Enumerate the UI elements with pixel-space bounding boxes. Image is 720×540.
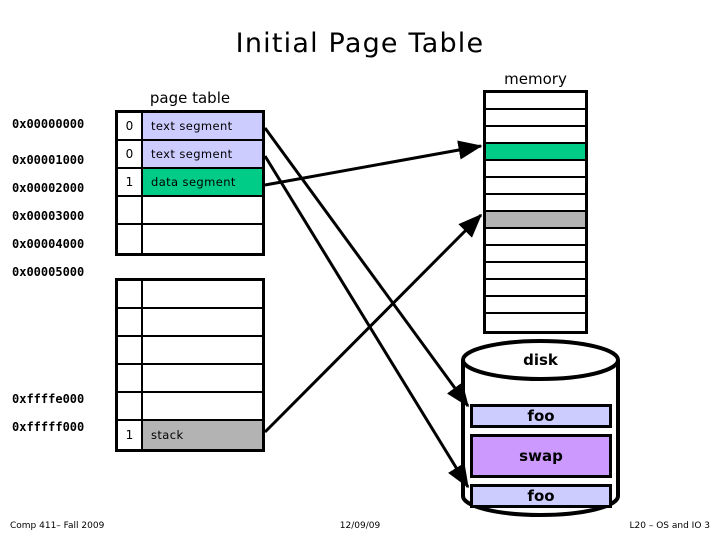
memory-row-green[interactable] <box>486 144 585 161</box>
page-table-row-text-segment-1[interactable]: 0 text segment <box>118 141 262 169</box>
arrow-text-segment-1-to-disk-foo-bottom <box>263 155 470 489</box>
page-table-row-stack[interactable]: 1 stack <box>118 421 262 449</box>
disk-slot-foo-top[interactable]: foo <box>470 404 612 428</box>
page-table-row-empty-8[interactable] <box>118 365 262 393</box>
footer-course: Comp 411– Fall 2009 <box>10 521 105 531</box>
memory-row-10[interactable] <box>486 263 585 280</box>
page-table-flag <box>118 197 143 223</box>
address-label-0x00003000: 0x00003000 <box>12 209 85 223</box>
arrow-stack-to-memory <box>263 213 483 434</box>
footer-lecture: L20 – OS and IO 3 <box>629 521 710 531</box>
page-table-flag: 0 <box>118 141 143 167</box>
page-table-upper: 0 text segment 0 text segment 1 data seg… <box>115 110 265 256</box>
page-table-row-empty-7[interactable] <box>118 337 262 365</box>
page-title: Initial Page Table <box>235 28 485 59</box>
page-table-entry-name <box>143 393 262 419</box>
memory-row-0[interactable] <box>486 93 585 110</box>
memory-label: memory <box>504 70 567 88</box>
footer-date: 12/09/09 <box>339 521 381 531</box>
memory-row-4[interactable] <box>486 161 585 178</box>
memory-row-1[interactable] <box>486 110 585 127</box>
disk-label: disk <box>523 351 558 369</box>
page-table-flag: 1 <box>118 421 143 449</box>
page-table-row-empty-3[interactable] <box>118 197 262 225</box>
page-table-entry-name: text segment <box>143 141 262 167</box>
address-label-0x00004000: 0x00004000 <box>12 237 85 251</box>
page-table-row-empty-9[interactable] <box>118 393 262 421</box>
arrow-data-segment-to-memory <box>264 140 483 187</box>
page-table-flag <box>118 225 143 253</box>
page-table-flag: 1 <box>118 169 143 195</box>
page-table-row-empty-6[interactable] <box>118 309 262 337</box>
page-table-row-text-segment-0[interactable]: 0 text segment <box>118 113 262 141</box>
arrow-text-segment-0-to-disk-foo-top <box>263 127 470 408</box>
page-table-entry-name <box>143 365 262 391</box>
address-label-0x00000000: 0x00000000 <box>12 117 85 131</box>
page-table-entry-name <box>143 309 262 335</box>
page-table-entry-name <box>143 225 262 253</box>
page-table-row-empty-4[interactable] <box>118 225 262 253</box>
page-table-entry-name: data segment <box>143 169 262 195</box>
disk-cylinder: disk foo swap foo <box>458 338 623 518</box>
memory-row-5[interactable] <box>486 178 585 195</box>
memory-row-2[interactable] <box>486 127 585 144</box>
page-table-row-data-segment[interactable]: 1 data segment <box>118 169 262 197</box>
page-table-entry-name <box>143 281 262 307</box>
page-table-entry-name <box>143 197 262 223</box>
disk-slot-swap[interactable]: swap <box>470 434 612 478</box>
memory-column <box>483 90 588 334</box>
memory-row-6[interactable] <box>486 195 585 212</box>
page-table-flag <box>118 337 143 363</box>
address-label-0xfffff000: 0xfffff000 <box>12 420 85 434</box>
memory-row-11[interactable] <box>486 280 585 297</box>
disk-slot-foo-bottom[interactable]: foo <box>470 484 612 508</box>
page-table-row-empty-5[interactable] <box>118 281 262 309</box>
page-table-entry-name <box>143 337 262 363</box>
memory-row-gray[interactable] <box>486 212 585 229</box>
page-table-flag <box>118 281 143 307</box>
page-table-flag <box>118 309 143 335</box>
address-label-0x00005000: 0x00005000 <box>12 265 85 279</box>
address-label-0xffffe000: 0xffffe000 <box>12 392 85 406</box>
page-table-flag <box>118 365 143 391</box>
page-table-flag <box>118 393 143 419</box>
memory-row-12[interactable] <box>486 297 585 314</box>
page-table-entry-name: stack <box>143 421 262 449</box>
memory-row-13[interactable] <box>486 314 585 331</box>
address-label-0x00001000: 0x00001000 <box>12 153 85 167</box>
page-table-flag: 0 <box>118 113 143 139</box>
page-table-label: page table <box>149 89 231 107</box>
memory-row-9[interactable] <box>486 246 585 263</box>
address-label-0x00002000: 0x00002000 <box>12 181 85 195</box>
page-table-lower: 1 stack <box>115 278 265 452</box>
page-table-entry-name: text segment <box>143 113 262 139</box>
memory-row-8[interactable] <box>486 229 585 246</box>
